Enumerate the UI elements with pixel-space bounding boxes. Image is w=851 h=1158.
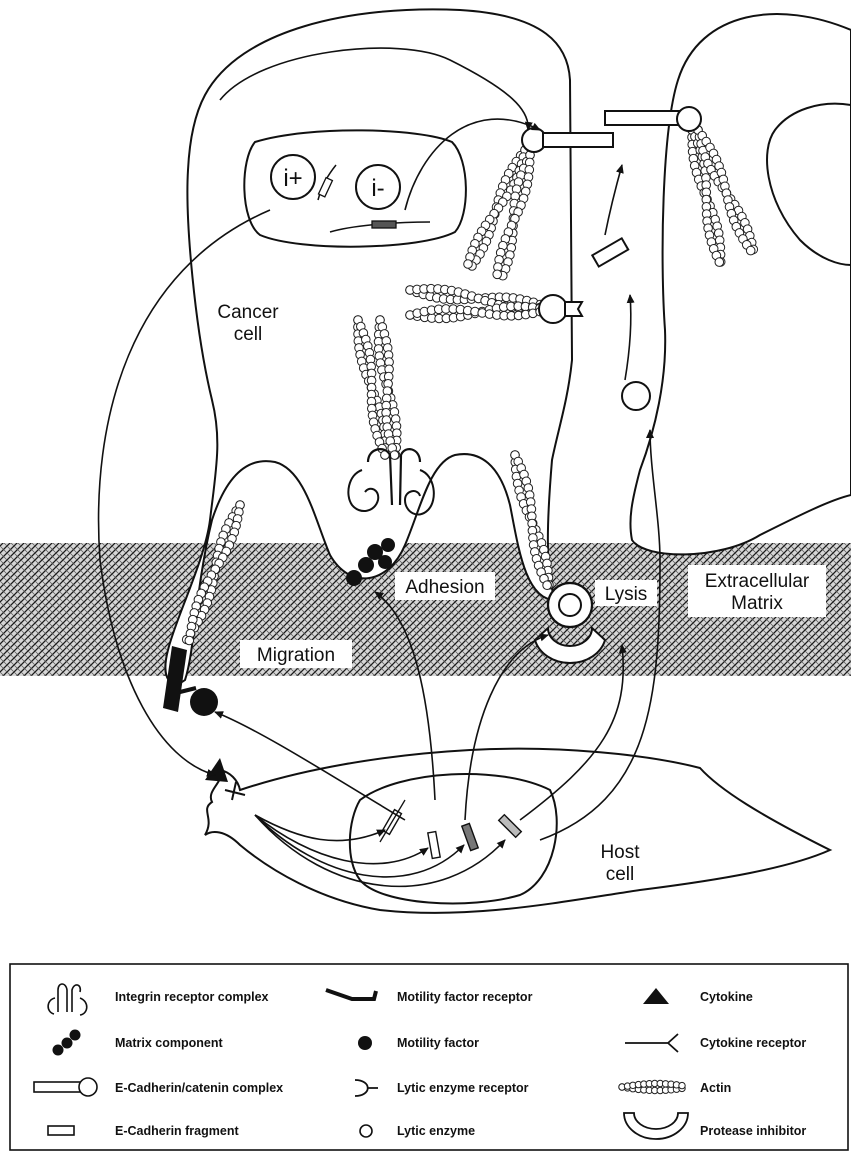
- legend-protease-inhibitor-label: Protease inhibitor: [700, 1124, 806, 1138]
- legend-e-cadherin-fragment-label: E-Cadherin fragment: [115, 1124, 239, 1138]
- adhesion-label-box: Adhesion: [395, 572, 495, 600]
- e-cadherin-complex-cleaved: [539, 295, 582, 323]
- legend-motility-factor-icon: [358, 1036, 372, 1050]
- legend-actin-label: Actin: [700, 1081, 731, 1095]
- e-cadherin-complex-top-right: [605, 107, 701, 131]
- host-cell-label-line1: Host: [600, 842, 640, 863]
- legend-lytic-receptor-label: Lytic enzyme receptor: [397, 1081, 529, 1095]
- lysis-label-box: Lysis: [595, 580, 657, 606]
- legend-cytokine-receptor-label: Cytokine receptor: [700, 1036, 806, 1050]
- ecm-label-line2: Matrix: [731, 593, 783, 614]
- legend-e-cadherin-fragment-icon: [48, 1126, 74, 1135]
- adhesion-label: Adhesion: [405, 577, 484, 598]
- e-cadherin-fragment: [592, 238, 628, 266]
- legend-cytokine-label: Cytokine: [700, 990, 753, 1004]
- legend-lytic-enzyme-label: Lytic enzyme: [397, 1124, 475, 1138]
- gene-i-minus: i-: [356, 165, 400, 209]
- lysis-label: Lysis: [605, 584, 648, 605]
- gene-i-minus-label: i-: [371, 175, 384, 202]
- migration-label: Migration: [257, 645, 335, 666]
- host-cell-label-line2: cell: [606, 864, 635, 885]
- ecm-label-line1: Extracellular: [705, 571, 810, 592]
- adjacent-cell-outline: [630, 14, 851, 554]
- legend-matrix-component-label: Matrix component: [115, 1036, 223, 1050]
- legend-integrin-label: Integrin receptor complex: [115, 990, 269, 1004]
- lytic-enzyme-free: [622, 382, 650, 410]
- legend-motility-factor-label: Motility factor: [397, 1036, 479, 1050]
- gene-i-plus-label: i+: [283, 165, 302, 192]
- legend-e-cadherin-complex-label: E-Cadherin/catenin complex: [115, 1081, 283, 1095]
- host-cell-nucleus: [350, 774, 557, 903]
- legend-lytic-enzyme-icon: [360, 1125, 372, 1137]
- legend: Integrin receptor complex Matrix compone…: [10, 964, 848, 1150]
- cancer-cell-label-line1: Cancer: [217, 302, 279, 323]
- migration-label-box: Migration: [240, 640, 352, 668]
- gene-i-plus: i+: [271, 155, 315, 199]
- ecm-label-box: Extracellular Matrix: [688, 565, 826, 617]
- cancer-cell-label-line2: cell: [234, 324, 263, 345]
- legend-motility-receptor-label: Motility factor receptor: [397, 990, 533, 1004]
